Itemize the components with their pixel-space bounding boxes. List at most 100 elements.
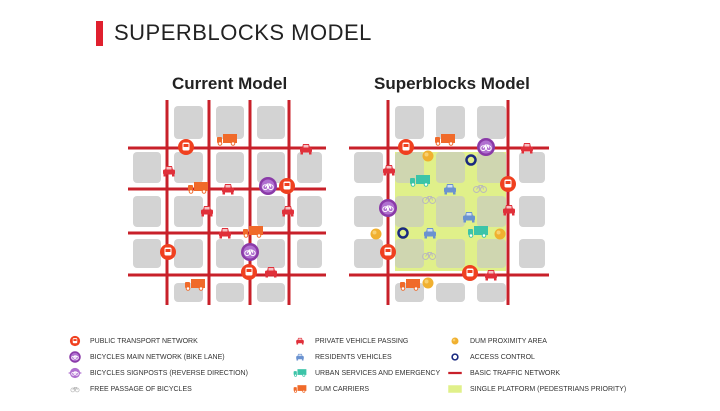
city-block (297, 196, 322, 227)
city-block (174, 152, 203, 183)
city-block (297, 152, 322, 183)
city-block (257, 239, 285, 268)
legend-item: RESIDENTS VEHICLES (291, 350, 392, 364)
legend-label: ACCESS CONTROL (470, 353, 535, 361)
city-block (436, 106, 465, 139)
bus-icon (178, 139, 194, 155)
city-block (395, 106, 424, 139)
proximity-dot-icon (451, 337, 459, 345)
city-block (216, 239, 244, 268)
urban-truck-icon (468, 226, 488, 238)
city-block (257, 283, 285, 302)
traffic-road (349, 273, 549, 277)
bus-icon (160, 244, 176, 260)
legend-label: BASIC TRAFFIC NETWORK (470, 369, 561, 377)
legend-label: PRIVATE VEHICLE PASSING (315, 337, 409, 345)
legend-item: BICYCLES SIGNPOSTS (REVERSE DIRECTION) (66, 366, 248, 380)
traffic-road (165, 100, 169, 305)
dum-truck-icon (293, 385, 307, 393)
legend-item: PRIVATE VEHICLE PASSING (291, 334, 408, 348)
legend-item: DUM PROXIMITY AREA (446, 334, 547, 348)
dum-truck-icon (217, 134, 237, 146)
bus-icon (462, 265, 478, 281)
page-title: SUPERBLOCKS MODEL (114, 20, 372, 45)
city-block (436, 196, 465, 227)
city-block (174, 239, 203, 268)
legend-label: FREE PASSAGE OF BICYCLES (90, 385, 192, 393)
free-bike-icon (422, 252, 436, 260)
traffic-line-icon (448, 371, 462, 375)
legend-item: BICYCLES MAIN NETWORK (BIKE LANE) (66, 350, 225, 364)
legend-item: DUM CARRIERS (291, 382, 369, 396)
traffic-road (287, 100, 291, 305)
platform-swatch-icon (448, 385, 462, 393)
city-block (519, 152, 545, 183)
legend-item: URBAN SERVICES AND EMERGENCY (291, 366, 440, 380)
private-car-icon (521, 143, 533, 154)
bike-lane-icon (241, 243, 259, 261)
legend-item: PUBLIC TRANSPORT NETWORK (66, 334, 198, 348)
bus-icon (380, 244, 396, 260)
bike-lane-icon (379, 199, 397, 217)
traffic-road (128, 273, 326, 277)
traffic-road (349, 146, 549, 150)
bike-lane-icon (69, 351, 81, 363)
legend-label: BICYCLES MAIN NETWORK (BIKE LANE) (90, 353, 225, 361)
legend-item: ACCESS CONTROL (446, 350, 535, 364)
legend-label: DUM PROXIMITY AREA (470, 337, 547, 345)
city-block (133, 152, 161, 183)
private-car-icon (503, 205, 515, 216)
city-block (216, 152, 244, 183)
private-car-icon (163, 166, 175, 177)
bike-signpost-icon (68, 367, 82, 379)
legend-label: DUM CARRIERS (315, 385, 370, 393)
resident-car-icon (424, 228, 436, 239)
city-block (297, 239, 322, 268)
private-car-icon (201, 206, 213, 217)
city-block (519, 196, 545, 227)
city-block (519, 239, 545, 268)
current-model-diagram (128, 100, 326, 305)
dum-truck-icon (185, 279, 205, 291)
private-car-icon (296, 337, 304, 345)
private-car-icon (282, 206, 294, 217)
proximity-dot-icon (422, 150, 434, 162)
private-car-icon (485, 270, 497, 281)
superblocks-model-title: Superblocks Model (374, 74, 530, 93)
legend-item: BASIC TRAFFIC NETWORK (446, 366, 560, 380)
resident-car-icon (463, 212, 475, 223)
free-bike-icon (422, 196, 436, 204)
city-block (354, 239, 383, 268)
proximity-dot-icon (494, 228, 506, 240)
legend-label: RESIDENTS VEHICLES (315, 353, 392, 361)
city-block (436, 239, 465, 268)
city-block (477, 196, 506, 227)
bus-icon (398, 139, 414, 155)
private-car-icon (222, 184, 234, 195)
free-bike-icon (70, 387, 80, 393)
current-model-title: Current Model (172, 74, 288, 93)
bike-lane-icon (477, 138, 495, 156)
free-bike-icon (473, 185, 487, 193)
traffic-road (207, 100, 211, 305)
private-car-icon (383, 165, 395, 176)
traffic-road (248, 100, 252, 305)
city-block (174, 196, 203, 227)
bus-icon (241, 264, 257, 280)
city-block (395, 196, 424, 227)
city-block (395, 239, 424, 268)
city-block (133, 239, 161, 268)
city-block (174, 106, 203, 139)
bus-icon (279, 178, 295, 194)
city-block (436, 152, 465, 183)
private-car-icon (265, 267, 277, 278)
city-block (216, 196, 244, 227)
bus-icon (69, 335, 81, 347)
private-car-icon (300, 144, 312, 155)
city-block (133, 196, 161, 227)
bus-icon (500, 176, 516, 192)
city-block (354, 196, 383, 227)
private-car-icon (219, 228, 231, 239)
